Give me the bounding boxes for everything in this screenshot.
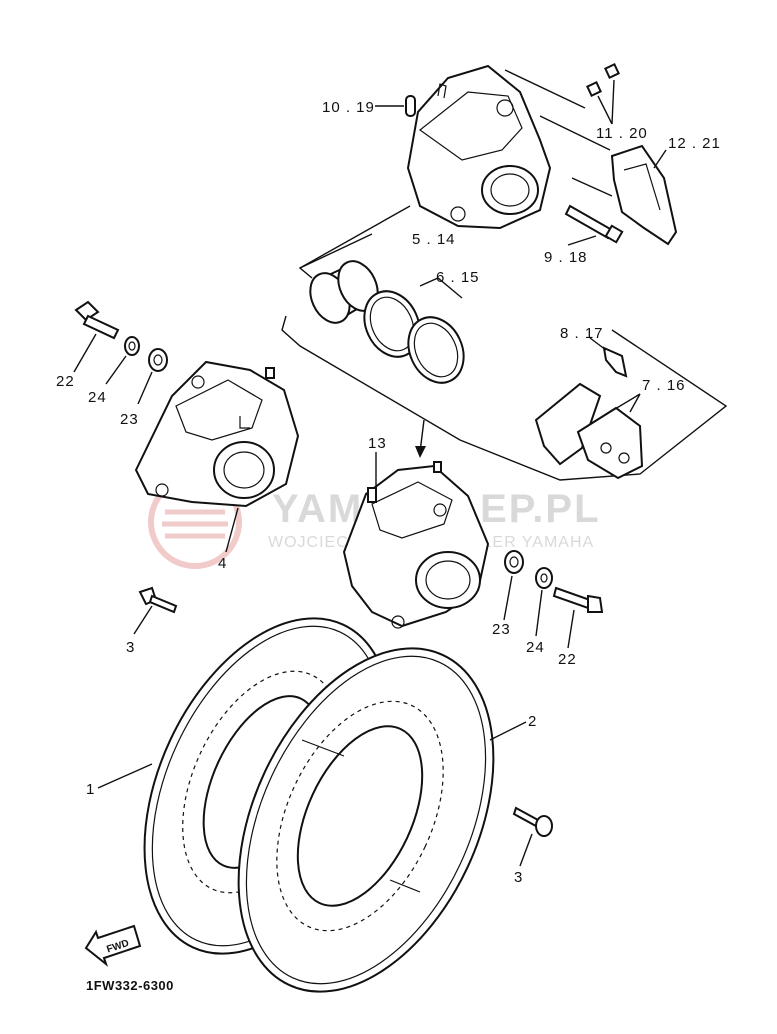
callout-2: 2 <box>528 713 537 730</box>
callout-22-left: 22 <box>56 373 75 390</box>
diagram-code: 1FW332-6300 <box>86 978 174 993</box>
callout-23-left: 23 <box>120 411 139 428</box>
callout-8-17: 8 . 17 <box>560 325 604 342</box>
assembly-arrow <box>415 419 426 458</box>
pin-parts <box>586 63 620 125</box>
right-caliper <box>342 452 490 629</box>
left-caliper <box>134 360 300 553</box>
disc-screw-upper <box>133 586 178 635</box>
callout-10-19: 10 . 19 <box>322 99 375 116</box>
pad-clip <box>589 337 628 378</box>
callout-22-right: 22 <box>558 651 577 668</box>
fwd-arrow: FWD <box>84 924 142 967</box>
callout-7-16: 7 . 16 <box>642 377 686 394</box>
callout-24-right: 24 <box>526 639 545 656</box>
callout-1: 1 <box>86 781 95 798</box>
right-bolt-set <box>503 550 604 649</box>
piston-group <box>298 233 465 384</box>
callout-4: 4 <box>218 555 227 572</box>
caliper-cover <box>610 144 678 246</box>
callout-12-21: 12 . 21 <box>668 135 721 152</box>
bleed-screw <box>375 95 416 117</box>
caliper-bolt <box>564 204 624 246</box>
brake-disc-right <box>237 647 527 993</box>
callout-6-15: 6 . 15 <box>436 269 480 286</box>
callout-24-left: 24 <box>88 389 107 406</box>
callout-3-upper: 3 <box>126 639 135 656</box>
upper-caliper <box>406 64 552 230</box>
disc-screw-lower <box>512 806 553 867</box>
callout-11-20: 11 . 20 <box>596 125 648 142</box>
left-bolt-set <box>73 300 168 405</box>
callout-9-18: 9 . 18 <box>544 249 588 266</box>
callout-3-lower: 3 <box>514 869 523 886</box>
callout-5-14: 5 . 14 <box>412 231 456 248</box>
kit-bracket <box>281 315 728 481</box>
callout-13: 13 <box>368 435 387 452</box>
callout-23-right: 23 <box>492 621 511 638</box>
explode-guide-upper <box>299 69 613 269</box>
brake-pads <box>534 382 644 480</box>
callout-labels: 10 . 19 11 . 20 12 . 21 5 . 14 9 . 18 6 … <box>56 99 721 886</box>
